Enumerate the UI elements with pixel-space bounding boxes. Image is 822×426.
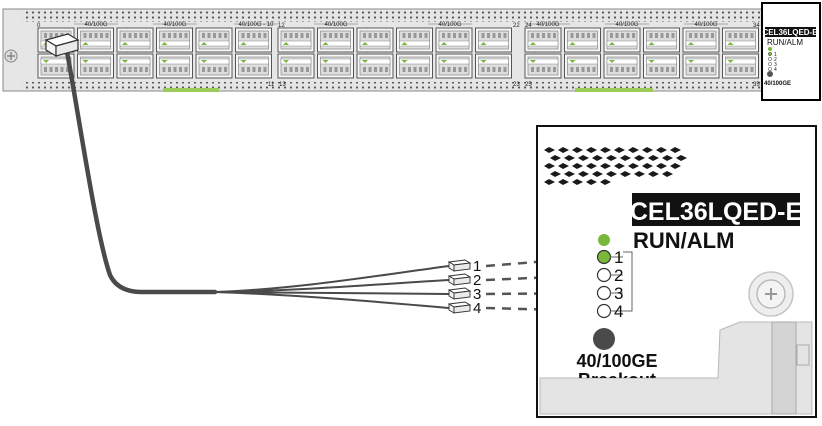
led-bracket <box>623 251 633 312</box>
qsfp-port-pair[interactable] <box>643 27 680 79</box>
qsfp-port-pair[interactable] <box>524 27 562 79</box>
port-number-12: 12 <box>278 23 285 29</box>
port-number-24: 24 <box>525 23 532 29</box>
port-number-13: 13 <box>279 82 286 88</box>
mini-led-run <box>768 47 772 51</box>
lane-label-2: 2 <box>473 272 481 289</box>
qsfp-port-pair[interactable] <box>682 27 720 79</box>
zoom-port-led-3 <box>596 285 612 301</box>
zoom-model-label-bg <box>632 193 800 226</box>
port-group-label: 40/100G <box>536 22 559 28</box>
mini-port-led <box>768 57 772 61</box>
qsfp-port-pair[interactable] <box>435 27 473 79</box>
qsfp-port-pair[interactable] <box>722 27 759 79</box>
port-number-0: 0 <box>37 23 41 29</box>
qsfp-port-pair[interactable] <box>564 27 601 79</box>
zoom-breakout-button <box>593 328 615 350</box>
line-card-front-panel: 40/100G 40/100G 40/100G - 10 40/100G 40/100G… <box>2 2 821 101</box>
mini-port-led <box>768 67 772 71</box>
qsfp-port-pair[interactable] <box>603 27 641 79</box>
left-screw-icon <box>4 49 18 63</box>
zoom-vent-holes <box>544 147 687 185</box>
zoom-latch <box>771 321 797 415</box>
qsfp-port-pair[interactable] <box>277 27 315 79</box>
zoom-status-label: RUN/ALM <box>633 228 734 253</box>
port-group-label: 40/100G <box>615 22 638 28</box>
mini-port-led <box>768 52 772 56</box>
port-group-label: 40/100G <box>84 22 107 28</box>
vent-strip-bottom <box>22 82 762 90</box>
zoom-latch-notch <box>796 344 810 366</box>
port-number-23: 23 <box>513 82 520 88</box>
mini-status-label: RUN/ALM <box>767 38 803 47</box>
mini-breakout-button <box>767 71 773 77</box>
port-group-label: 40/100G <box>324 22 347 28</box>
lane-label-4: 4 <box>473 300 481 317</box>
qsfp-port-pair[interactable] <box>475 27 512 79</box>
zoom-port-led-4 <box>596 303 612 319</box>
zoom-led-run <box>598 234 610 246</box>
port-number-22: 22 <box>513 23 520 29</box>
zoom-led-label-4: 4 <box>614 302 623 321</box>
mini-led-label: 1 <box>774 52 777 58</box>
qsfp-port-pair[interactable] <box>235 27 272 79</box>
mini-model-label-bg <box>765 27 816 37</box>
qsfp-plug-icon <box>44 33 80 58</box>
lane-label-3: 3 <box>473 286 481 303</box>
mini-speed-label: 40/100GE <box>764 81 791 87</box>
mini-led-label: 4 <box>774 67 777 73</box>
zoom-led-label-2: 2 <box>614 266 623 285</box>
zoom-port-led-1 <box>596 249 612 265</box>
zoom-screw-icon <box>748 271 794 317</box>
zoom-model-label: CEL36LQED-E <box>630 198 802 226</box>
mini-port-led <box>768 62 772 66</box>
port-group-labels: 40/100G 40/100G 40/100G - 10 40/100G 40/100G… <box>74 22 728 28</box>
zoom-mode-label: Breakout <box>578 370 656 390</box>
port-group-label: 40/100G <box>438 22 461 28</box>
mini-model-label: CEL36LQED-E <box>762 28 818 37</box>
qsfp-port-pair[interactable] <box>156 27 193 79</box>
port-number-25: 25 <box>525 82 532 88</box>
zoom-port-led-2 <box>596 267 612 283</box>
zoom-led-label-3: 3 <box>614 284 623 303</box>
vent-strip-top <box>22 11 762 22</box>
mini-led-label: 3 <box>774 62 777 68</box>
qsfp-port-pair[interactable] <box>396 27 433 79</box>
port-group-label: 40/100G <box>694 22 717 28</box>
qsfp-port-pair[interactable] <box>77 27 114 79</box>
lane-label-1: 1 <box>473 258 481 275</box>
port-number-34: 34 <box>753 23 760 29</box>
indicator-callout-frame <box>761 2 821 101</box>
qsfp-port-pair[interactable] <box>356 27 394 79</box>
zoom-speed-label: 40/100GE <box>576 351 657 371</box>
port-group-label: 40/100G <box>163 22 186 28</box>
cable-branch-4 <box>214 291 450 309</box>
port-number-35: 35 <box>753 82 760 88</box>
qsfp-port-pair[interactable] <box>116 27 154 79</box>
mini-led-label: 2 <box>774 57 777 63</box>
qsfp-port-pair[interactable] <box>195 27 233 79</box>
accent-bar-left <box>163 88 219 92</box>
port-number-11: 11 <box>268 82 275 88</box>
port-group-label: 40/100G - 10 <box>238 22 274 28</box>
zoom-led-label-1: 1 <box>614 248 623 267</box>
qsfp-port-pair[interactable] <box>317 27 354 79</box>
accent-bar-right <box>575 88 653 92</box>
qsfp-port-array <box>37 27 759 79</box>
cable-trunk <box>64 49 218 295</box>
